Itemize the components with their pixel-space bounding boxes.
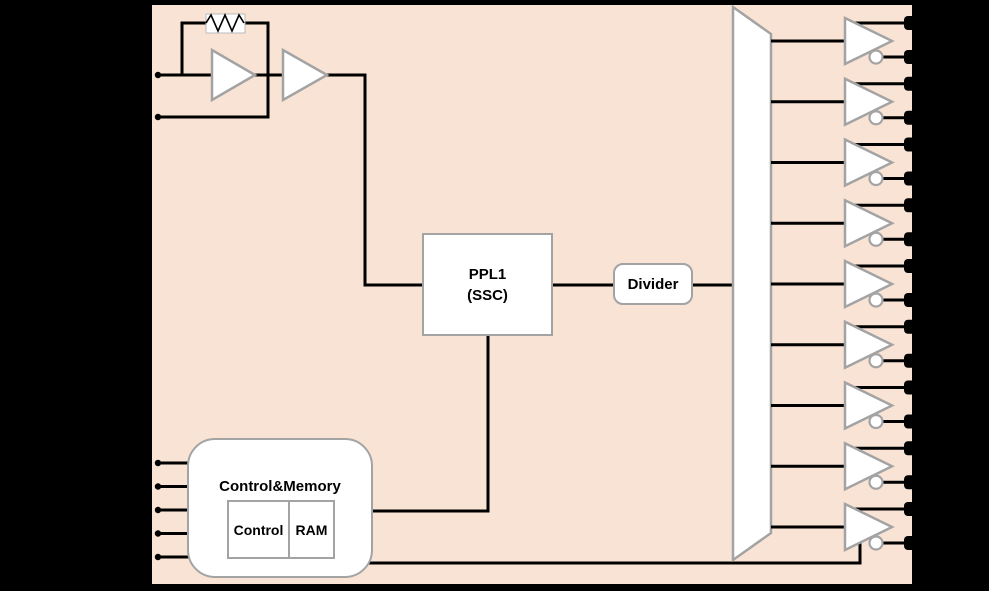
pin-junction-dot [906,19,914,27]
control-input-pin [132,503,152,517]
output-pin [904,171,924,186]
pin-junction-dot [906,323,914,330]
pin-junction-dot [906,296,914,304]
pll-label-line1: PPL1 [468,265,507,283]
output-buffer-triangle [843,198,895,249]
resistor-icon [205,13,245,33]
pin-junction-dot [906,505,914,513]
inverted-output-bubble [868,170,884,187]
output-pin [904,414,924,429]
output-pin [904,293,924,307]
inverted-output-bubble [868,535,884,551]
output-pin [904,536,924,550]
output-pin [904,319,924,334]
pll-control-wire [368,336,490,513]
pin-junction-dot [906,80,914,87]
inverted-output-bubble [868,231,884,247]
output-pin [904,259,924,273]
output-pin [904,353,924,368]
output-buffer-triangle [843,319,895,370]
xtal-pin-1 [132,68,152,82]
control-memory-title: Control&Memory [219,478,341,495]
output-buffer-triangle [843,76,895,127]
control-input-pin [132,479,152,494]
inverted-output-bubble [868,49,884,65]
output-pin [904,50,924,64]
output-pin [904,232,924,247]
output-pin [904,502,924,516]
control-input-pin [132,526,152,541]
pin-junction-dot [906,418,914,425]
divider-label: Divider [627,275,679,293]
pll-label-line2: (SSC) [467,286,508,304]
pin-junction-dot [906,202,914,209]
osc-to-pll-wire [155,73,425,287]
pin-junction-dot [906,357,914,364]
pin-junction-dot [154,459,162,467]
pin-junction-dot [906,384,914,391]
output-buffer-triangle [843,441,895,492]
ram-subblock: RAM [288,500,335,559]
osc-buffer-triangle [281,47,330,103]
output-pin [904,76,924,91]
xtal-pin-2 [132,110,152,124]
pin-junction-dot [906,445,914,452]
xtal1-junction-dot [154,71,162,79]
control-input-pin [132,550,152,564]
output-pin [904,137,924,152]
control-input-pin [132,456,152,470]
inverted-output-bubble [868,474,884,490]
output-buffer-triangle [843,501,895,553]
pin-junction-dot [154,553,162,561]
output-buffer-triangle [843,258,895,310]
pll-block: PPL1 (SSC) [422,233,553,336]
output-pin [904,110,924,125]
pin-junction-dot [154,530,162,537]
output-buffer-triangle [843,380,895,431]
resistor-body [205,13,246,34]
output-pin [904,475,924,490]
pin-junction-dot [154,506,162,514]
xtal2-junction-dot [154,113,162,121]
pin-junction-dot [906,479,914,486]
inverted-output-bubble [868,292,884,308]
pin-junction-dot [906,236,914,243]
clock-fanout-trapezoid [731,4,773,563]
output-buffer-triangle [843,15,895,67]
inverted-output-bubble [868,413,884,430]
output-pin [904,16,924,30]
output-pin [904,198,924,213]
pin-junction-dot [154,483,162,490]
divider-block: Divider [613,263,693,305]
control-subblock: Control [227,500,290,559]
inverted-output-bubble [868,110,884,126]
osc-amplifier-triangle [210,47,258,103]
pin-junction-dot [906,53,914,61]
control-buffer-wire [368,542,862,565]
pin-junction-dot [906,262,914,270]
osc-feedback-wire [155,21,270,119]
output-pin [904,380,924,395]
pin-junction-dot [906,141,914,148]
pin-junction-dot [906,175,914,182]
inverted-output-bubble [868,353,884,369]
output-pin [904,441,924,456]
pin-junction-dot [906,539,914,547]
control-memory-block: Control&Memory Control RAM [187,438,373,578]
pin-junction-dot [906,114,914,121]
output-buffer-triangle [843,137,895,188]
